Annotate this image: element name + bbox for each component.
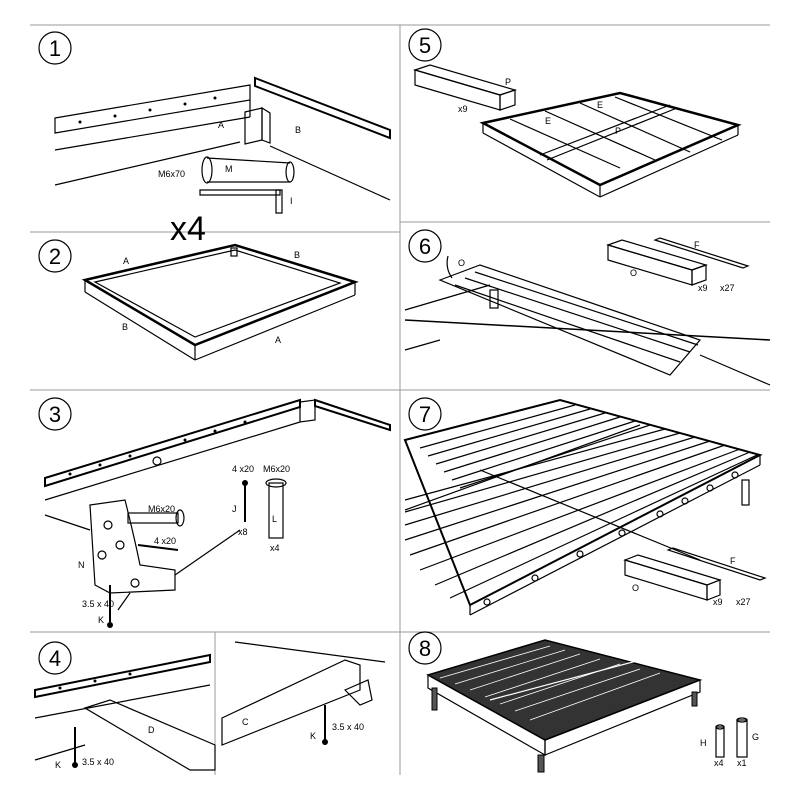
- bolt-l-icon: [265, 478, 287, 539]
- step-3-circle: [38, 397, 72, 431]
- finished-bed-drawing: [426, 639, 703, 773]
- step-1-panel: 1 A B M M6x70 I: [38, 31, 391, 214]
- step-7-number: 7: [419, 402, 431, 427]
- step-6-circle: [408, 229, 442, 263]
- leg-h-icon: [715, 724, 725, 758]
- step-2-number: 2: [49, 244, 61, 269]
- frame-with-rails: [479, 91, 742, 198]
- panel-dividers: [30, 24, 770, 775]
- label-d: D: [148, 725, 155, 735]
- label-j-count: x8: [238, 527, 248, 537]
- bolt-m6x20-icon: [127, 509, 185, 527]
- rail-holes: [78, 96, 217, 124]
- slat-rail-drawing: [404, 264, 771, 386]
- bracket-icon: [343, 679, 373, 706]
- step-1-number: 1: [49, 36, 61, 61]
- label-a-bottom: A: [275, 335, 281, 345]
- part-p-icon: [412, 64, 518, 111]
- slat-lines: [404, 404, 758, 599]
- label-f-7: F: [730, 556, 736, 566]
- label-p-row: P: [615, 126, 621, 136]
- step-7-circle: [408, 397, 442, 431]
- label-h-count: x4: [714, 758, 724, 768]
- label-n: N: [78, 560, 85, 570]
- label-g-count: x1: [737, 758, 747, 768]
- frame-drawing: [81, 243, 359, 361]
- label-f: F: [694, 240, 700, 250]
- label-m: M: [225, 164, 233, 174]
- arrow-icon: [446, 255, 453, 279]
- label-f-count-7: x27: [736, 597, 751, 607]
- step-2-circle: [38, 239, 72, 273]
- label-k-right: K: [310, 731, 316, 741]
- label-k: K: [98, 615, 104, 625]
- rail-holes-3: [68, 420, 247, 476]
- multiplier-x4: x4: [170, 210, 206, 248]
- step-5-number: 5: [419, 33, 431, 58]
- part-o-icon-7: [623, 554, 722, 601]
- step-3-panel: 3 N M6x20 4 x20 K 3.5 x: [38, 397, 391, 628]
- bolt-m-icon: [201, 156, 295, 184]
- step-5-circle: [408, 28, 442, 62]
- label-k-left: K: [55, 760, 61, 770]
- rail-holes-4: [58, 672, 132, 690]
- label-e2: E: [597, 100, 603, 110]
- step-8-circle: [408, 631, 442, 665]
- step-4-number: 4: [49, 646, 61, 671]
- label-l: L: [272, 514, 277, 524]
- label-k-size: 3.5 x 40: [82, 599, 114, 609]
- label-k-left-size: 3.5 x 40: [82, 757, 114, 767]
- label-p-count: x9: [458, 104, 468, 114]
- label-o-box: O: [630, 268, 637, 278]
- label-o-7: O: [632, 583, 639, 593]
- step-4-panel: 4 D K 3.5 x 40 C K 3.5 x 40: [34, 641, 386, 771]
- label-a: A: [218, 120, 224, 130]
- label-e: E: [545, 116, 551, 126]
- label-o-count: x9: [698, 283, 708, 293]
- step-4-circle: [38, 641, 72, 675]
- step-2-panel: 2 x4 A B B A: [38, 210, 359, 361]
- label-o-count-7: x9: [713, 597, 723, 607]
- label-o: O: [458, 258, 465, 268]
- label-l-size: M6x20: [263, 464, 290, 474]
- slat-f-icon: [653, 237, 750, 269]
- slatted-base-drawing: [403, 398, 763, 616]
- step-8-number: 8: [419, 636, 431, 661]
- callout-m6x20: M6x20: [148, 504, 175, 514]
- step-3-number: 3: [49, 402, 61, 427]
- label-m-size: M6x70: [158, 169, 185, 179]
- part-o-box-icon: [606, 239, 708, 286]
- label-g: G: [752, 732, 759, 742]
- clip-circles: [483, 471, 739, 606]
- label-p: P: [505, 77, 511, 87]
- label-h: H: [700, 738, 707, 748]
- label-i: I: [290, 196, 293, 206]
- label-l-count: x4: [270, 543, 280, 553]
- label-a-top: A: [123, 256, 129, 266]
- step-1-circle: [38, 31, 72, 65]
- label-f-count: x27: [720, 283, 735, 293]
- label-b-left: B: [122, 322, 128, 332]
- leg-g-icon: [736, 717, 748, 758]
- label-k-right-size: 3.5 x 40: [332, 722, 364, 732]
- label-c: C: [242, 717, 249, 727]
- slat-f-icon-7: [666, 547, 767, 581]
- step-7-panel: 7: [403, 397, 767, 616]
- screw-callout-icon: [137, 544, 179, 551]
- hex-key-icon: [199, 189, 283, 214]
- label-j-size: 4 x20: [232, 464, 254, 474]
- step-8-panel: 8 H x4 G x1: [408, 631, 759, 773]
- step-6-number: 6: [419, 234, 431, 259]
- label-b: B: [295, 125, 301, 135]
- label-b-top: B: [294, 250, 300, 260]
- callout-4x20: 4 x20: [154, 536, 176, 546]
- step-6-panel: 6 O O x9 F x27: [404, 229, 771, 386]
- step-5-panel: 5 P x9 E E P: [408, 28, 742, 198]
- label-j: J: [232, 504, 237, 514]
- bracket-n-icon: [89, 499, 176, 594]
